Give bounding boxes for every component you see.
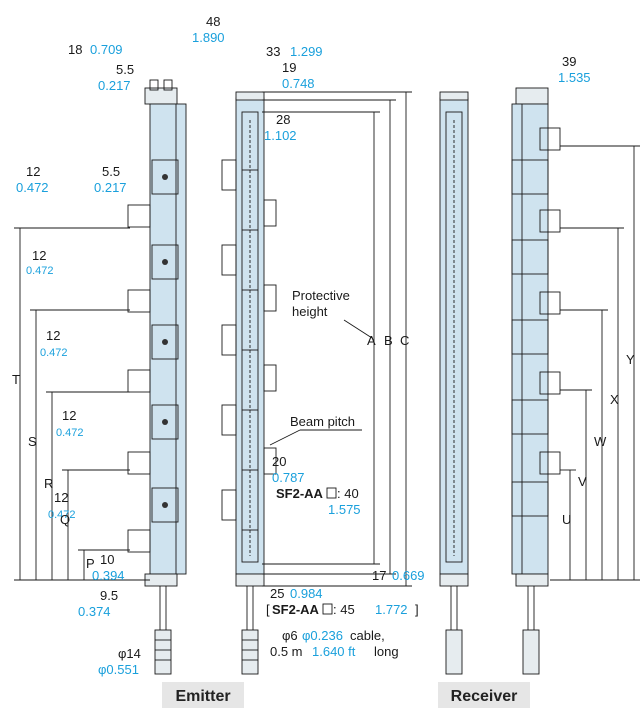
cable-in: φ0.236	[302, 628, 343, 643]
dim-28-in: 1.102	[264, 128, 297, 143]
sf40-in: 1.575	[328, 502, 361, 517]
dim-33-in: 1.299	[290, 44, 323, 59]
dim-12-d-in: 0.472	[56, 427, 84, 439]
emitter-bracket-4	[151, 404, 179, 440]
cable-word: cable,	[350, 628, 385, 643]
label-A: A	[367, 333, 376, 348]
label-T: T	[12, 372, 20, 387]
dim-5-5-b-in: 0.217	[94, 180, 127, 195]
label-C: C	[400, 333, 409, 348]
sf45-suffix: : 45	[333, 602, 355, 617]
receiver-right-dims	[550, 145, 640, 581]
cable-mm: φ6	[282, 628, 298, 643]
dim-9-5-in: 0.374	[78, 604, 111, 619]
dim-5-5-b: 5.5	[102, 164, 120, 179]
emitter-bracket-1	[151, 159, 179, 195]
emitter-bracket-3	[151, 324, 179, 360]
sf45-bracket-close: ]	[415, 602, 419, 617]
dim-19: 19	[282, 60, 296, 75]
abc-dims	[262, 91, 412, 587]
dim-phi14: φ14	[118, 646, 141, 661]
receiver-caption-box	[438, 682, 530, 708]
sf40-suffix: : 40	[337, 486, 359, 501]
sf45-box	[322, 603, 333, 615]
receiver-caption: Receiver	[451, 688, 518, 705]
dim-48: 48	[206, 14, 220, 29]
dim-39: 39	[562, 54, 576, 69]
dim-20: 20	[272, 454, 286, 469]
dim-5-5: 5.5	[116, 62, 134, 77]
label-U: U	[562, 512, 571, 527]
label-X: X	[610, 392, 619, 407]
receiver-side-view	[511, 87, 561, 675]
cable-len: 0.5 m	[270, 644, 303, 659]
dim-25-in: 0.984	[290, 586, 323, 601]
emitter-side-view	[127, 79, 187, 675]
dim-18-in: 0.709	[90, 42, 123, 57]
label-Q: Q	[60, 512, 70, 527]
sf45-model: SF2-AA	[272, 602, 320, 617]
label-Y: Y	[626, 352, 635, 367]
cable-len-in: 1.640 ft	[312, 644, 356, 659]
dim-19-in: 0.748	[282, 76, 315, 91]
dim-17-in: 0.669	[392, 568, 425, 583]
dim-18: 18	[68, 42, 82, 57]
dim-5-5-in: 0.217	[98, 78, 131, 93]
sf45-in: 1.772	[375, 602, 408, 617]
dim-12-d: 12	[62, 408, 76, 423]
dim-25: 25	[270, 586, 284, 601]
cable-len-post: long	[374, 644, 399, 659]
dim-12-b-in: 0.472	[26, 265, 54, 277]
sf45-bracket-open: [	[266, 602, 270, 617]
dim-12-a-in: 0.472	[16, 180, 49, 195]
dim-phi14-in: φ0.551	[98, 662, 139, 677]
emitter-front-view	[221, 91, 277, 675]
dim-33: 33	[266, 44, 280, 59]
dim-12-c-in: 0.472	[40, 347, 68, 359]
dim-9-5: 9.5	[100, 588, 118, 603]
sf40-model: SF2-AA	[276, 486, 324, 501]
dim-12-e-in: 0.472	[48, 509, 76, 521]
label-beam-pitch: Beam pitch	[290, 414, 355, 429]
label-P: P	[86, 556, 95, 571]
sf40-box	[326, 487, 337, 499]
emitter-caption-box	[162, 682, 244, 708]
dim-12-b: 12	[32, 248, 46, 263]
label-protective: Protective	[292, 288, 350, 303]
receiver-front-view	[439, 91, 469, 675]
label-S: S	[28, 434, 37, 449]
label-height: height	[292, 304, 328, 319]
emitter-caption: Emitter	[175, 688, 230, 705]
dim-28: 28	[276, 112, 290, 127]
emitter-bracket-2	[151, 244, 179, 280]
label-W: W	[594, 434, 607, 449]
dim-48-in: 1.890	[192, 30, 225, 45]
label-V: V	[578, 474, 587, 489]
dim-12-a: 12	[26, 164, 40, 179]
dim-39-in: 1.535	[558, 70, 591, 85]
emitter-left-dims	[14, 227, 150, 581]
emitter-bracket-5	[151, 487, 179, 523]
dim-10-in: 0.394	[92, 568, 125, 583]
dim-12-c: 12	[46, 328, 60, 343]
dim-10: 10	[100, 552, 114, 567]
label-R: R	[44, 476, 53, 491]
dim-17: 17	[372, 568, 386, 583]
label-B: B	[384, 333, 393, 348]
dim-20-in: 0.787	[272, 470, 305, 485]
dim-12-e: 12	[54, 490, 68, 505]
